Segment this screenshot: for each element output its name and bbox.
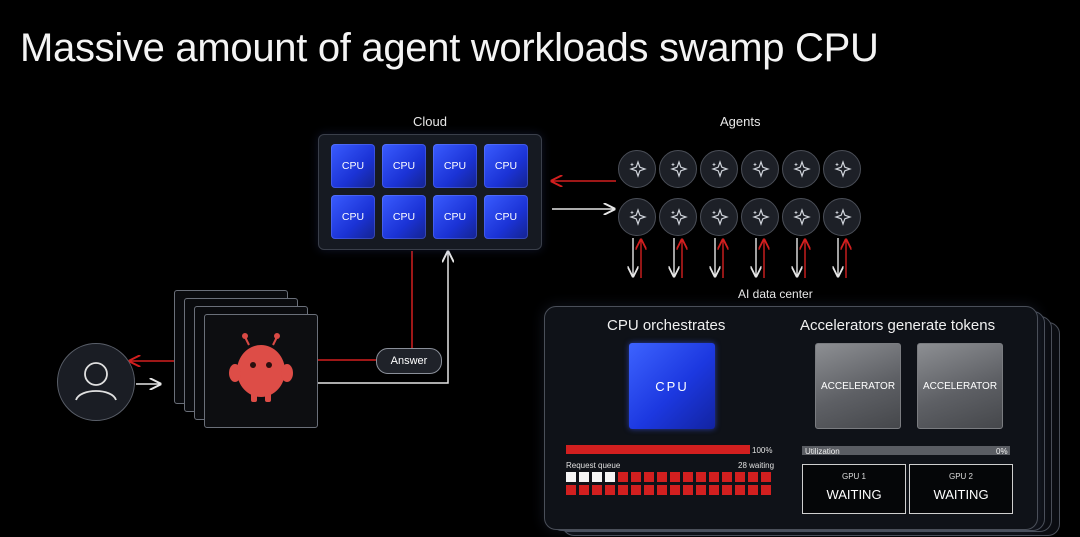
utilization-value: 0% bbox=[996, 447, 1008, 456]
sparkle-icon bbox=[834, 208, 852, 226]
bot-to-cloud-wire bbox=[318, 252, 448, 384]
utilization-track bbox=[802, 446, 1010, 455]
queue-cell bbox=[709, 485, 719, 495]
queue-cell bbox=[605, 472, 615, 482]
queue-cell bbox=[748, 472, 758, 482]
agent-node bbox=[618, 198, 656, 236]
queue-cell bbox=[748, 485, 758, 495]
queue-cell bbox=[722, 472, 732, 482]
queue-cell bbox=[644, 472, 654, 482]
utilization-label: Utilization bbox=[805, 447, 840, 456]
gpu-2-state: WAITING bbox=[933, 487, 989, 502]
sparkle-icon bbox=[629, 208, 647, 226]
agent-node bbox=[782, 198, 820, 236]
queue-cell bbox=[631, 472, 641, 482]
datacenter-label: AI data center bbox=[738, 287, 813, 301]
sparkle-icon bbox=[752, 160, 770, 178]
queue-cell bbox=[566, 485, 576, 495]
sparkle-icon bbox=[711, 160, 729, 178]
answer-pill: Answer bbox=[376, 348, 442, 374]
queue-cell bbox=[579, 472, 589, 482]
agent-datacenter-arrows bbox=[633, 238, 846, 278]
queue-cell bbox=[605, 485, 615, 495]
cpu-load-fill bbox=[566, 445, 750, 454]
sparkle-icon bbox=[793, 160, 811, 178]
agent-node bbox=[823, 198, 861, 236]
queue-cell bbox=[761, 485, 771, 495]
agent-node bbox=[782, 150, 820, 188]
gpu-1-state: WAITING bbox=[826, 487, 882, 502]
orchestrator-cpu-chip: CPU bbox=[629, 343, 715, 429]
queue-cell bbox=[657, 485, 667, 495]
slide-title: Massive amount of agent workloads swamp … bbox=[20, 26, 879, 70]
accelerator-heading: Accelerators generate tokens bbox=[800, 317, 996, 334]
queue-cell bbox=[670, 485, 680, 495]
agents-grid bbox=[618, 150, 861, 236]
queue-cell bbox=[618, 485, 628, 495]
queue-cell bbox=[592, 472, 602, 482]
agents-label: Agents bbox=[720, 114, 761, 129]
queue-waiting: 28 waiting bbox=[738, 461, 775, 470]
queue-cell bbox=[566, 472, 576, 482]
request-queue bbox=[566, 472, 771, 495]
gpu-2-status: GPU 2 WAITING bbox=[909, 464, 1013, 514]
queue-cell bbox=[735, 485, 745, 495]
cloud-cpu-chip: CPU bbox=[433, 195, 477, 239]
sparkle-icon bbox=[711, 208, 729, 226]
cloud-cpu-chip: CPU bbox=[484, 144, 528, 188]
agent-node bbox=[618, 150, 656, 188]
user-icon bbox=[75, 362, 117, 401]
queue-cell bbox=[683, 472, 693, 482]
queue-cell bbox=[722, 485, 732, 495]
queue-cell bbox=[696, 485, 706, 495]
queue-cell bbox=[592, 485, 602, 495]
agent-node bbox=[741, 150, 779, 188]
sparkle-icon bbox=[670, 160, 688, 178]
agent-node bbox=[823, 150, 861, 188]
cpu-heading: CPU orchestrates bbox=[607, 317, 726, 334]
sparkle-icon bbox=[670, 208, 688, 226]
agent-node bbox=[659, 150, 697, 188]
cloud-label: Cloud bbox=[413, 114, 447, 129]
accelerator-2: ACCELERATOR bbox=[917, 343, 1003, 429]
cloud-cpu-chip: CPU bbox=[382, 195, 426, 239]
queue-cell bbox=[644, 485, 654, 495]
sparkle-icon bbox=[793, 208, 811, 226]
accelerator-1: ACCELERATOR bbox=[815, 343, 901, 429]
gpu-1-name: GPU 1 bbox=[841, 472, 866, 481]
queue-label: Request queue bbox=[566, 461, 621, 470]
agent-node bbox=[659, 198, 697, 236]
queue-cell bbox=[631, 485, 641, 495]
sparkle-icon bbox=[752, 208, 770, 226]
cloud-cpu-chip: CPU bbox=[484, 195, 528, 239]
red-bot-icon bbox=[229, 333, 293, 402]
agent-node bbox=[741, 198, 779, 236]
user-avatar bbox=[57, 343, 135, 421]
queue-cell bbox=[579, 485, 589, 495]
cloud-cpu-chip: CPU bbox=[331, 144, 375, 188]
agent-node bbox=[700, 150, 738, 188]
cloud-to-bot-wire bbox=[318, 251, 413, 361]
cpu-load-track bbox=[566, 445, 750, 454]
queue-cell bbox=[683, 485, 693, 495]
queue-cell bbox=[696, 472, 706, 482]
bot-card bbox=[204, 314, 318, 428]
queue-cell bbox=[735, 472, 745, 482]
gpu-1-status: GPU 1 WAITING bbox=[802, 464, 906, 514]
queue-cell bbox=[618, 472, 628, 482]
cloud-cpu-chip: CPU bbox=[382, 144, 426, 188]
queue-cell bbox=[761, 472, 771, 482]
agent-node bbox=[700, 198, 738, 236]
queue-cell bbox=[670, 472, 680, 482]
queue-cell bbox=[709, 472, 719, 482]
cloud-cpu-chip: CPU bbox=[331, 195, 375, 239]
cpu-load-value: 100% bbox=[752, 446, 773, 455]
gpu-2-name: GPU 2 bbox=[948, 472, 973, 481]
sparkle-icon bbox=[834, 160, 852, 178]
queue-cell bbox=[657, 472, 667, 482]
sparkle-icon bbox=[629, 160, 647, 178]
cloud-cpu-chip: CPU bbox=[433, 144, 477, 188]
